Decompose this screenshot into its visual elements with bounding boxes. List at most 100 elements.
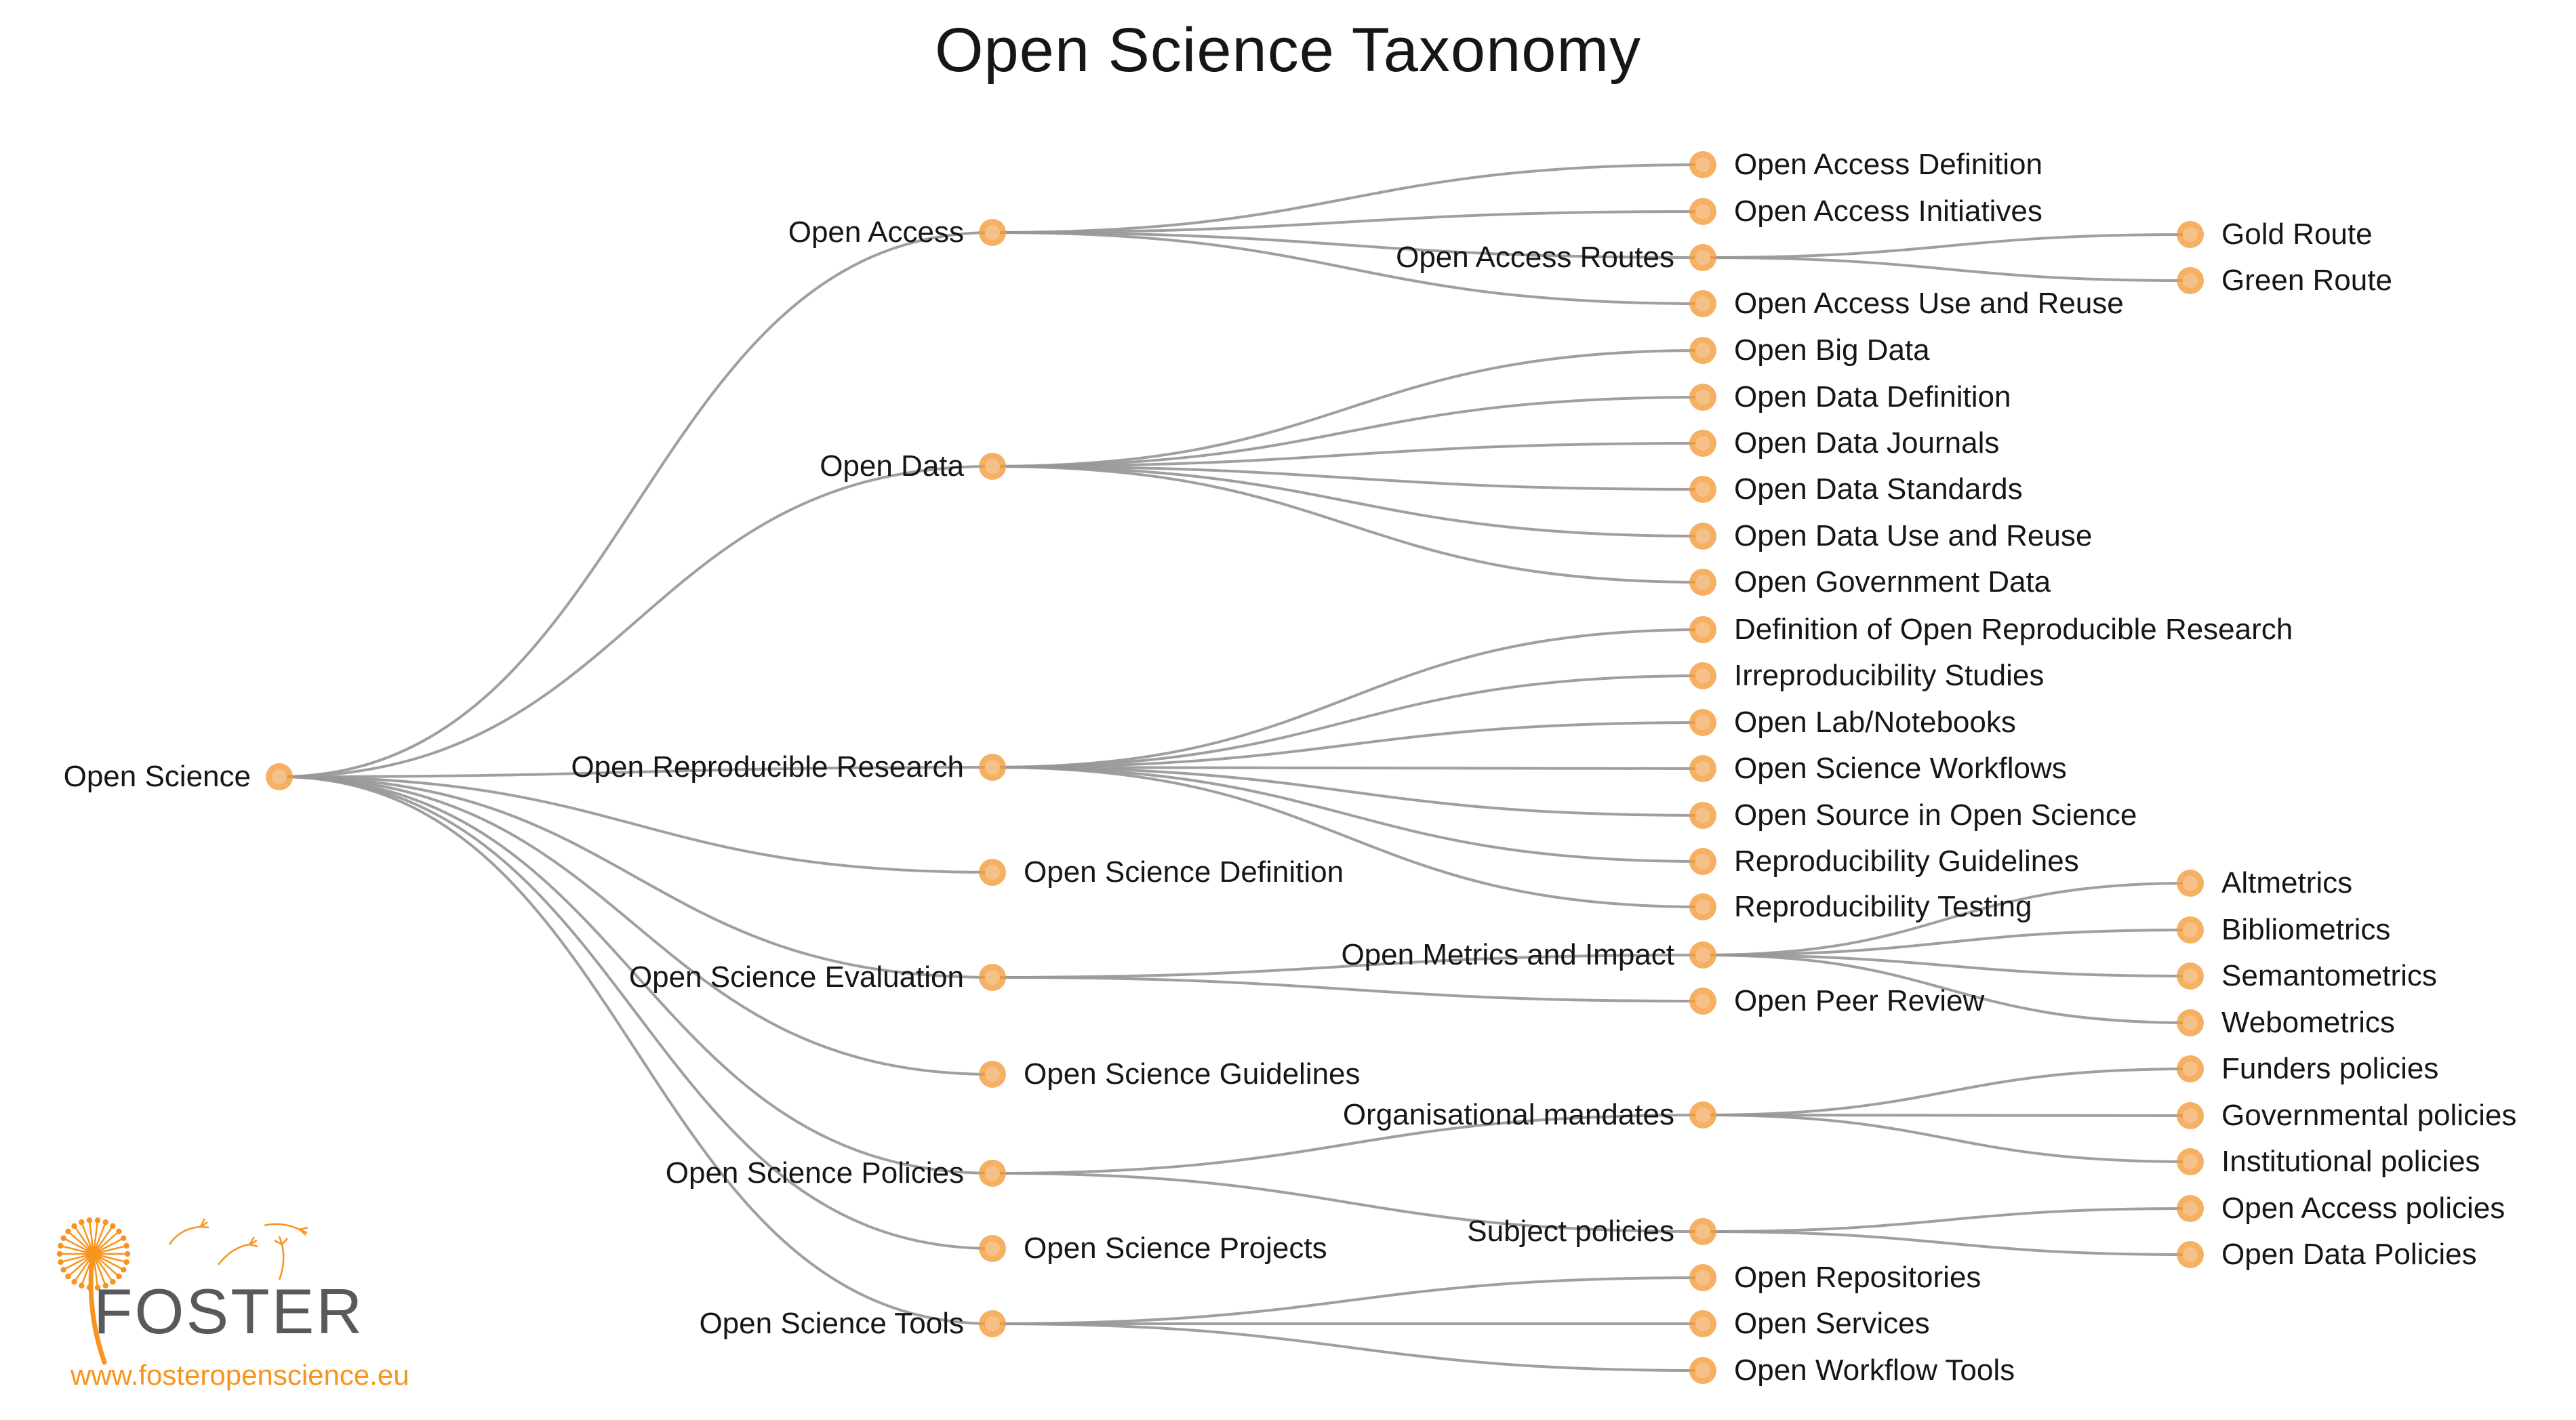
node-dot-icon[interactable] bbox=[2177, 962, 2204, 990]
node-dot-icon[interactable] bbox=[979, 754, 1006, 781]
dandelion-spoke-tip bbox=[60, 1235, 66, 1242]
node-dot-icon[interactable] bbox=[1689, 569, 1716, 596]
node-label[interactable]: Open Access policies bbox=[2221, 1192, 2505, 1225]
tree-link bbox=[279, 775, 993, 1250]
node-label[interactable]: Open Science Tools bbox=[699, 1307, 964, 1340]
node-dot-icon[interactable] bbox=[1689, 337, 1716, 364]
node-label[interactable]: Open Services bbox=[1734, 1307, 1930, 1340]
tree-link bbox=[1702, 1114, 2191, 1117]
node-label[interactable]: Institutional policies bbox=[2221, 1145, 2480, 1178]
node-label[interactable]: Green Route bbox=[2221, 264, 2392, 297]
node-label[interactable]: Altmetrics bbox=[2221, 866, 2353, 899]
node-label[interactable]: Open Government Data bbox=[1734, 565, 2051, 599]
node-label[interactable]: Definition of Open Reproducible Research bbox=[1734, 613, 2293, 646]
node-label[interactable]: Funders policies bbox=[2221, 1052, 2439, 1085]
node-label[interactable]: Open Workflow Tools bbox=[1734, 1354, 2015, 1387]
node-dot-icon[interactable] bbox=[979, 1310, 1006, 1337]
node-dot-icon[interactable] bbox=[1689, 1218, 1716, 1245]
node-label[interactable]: Gold Route bbox=[2221, 218, 2373, 251]
node-label[interactable]: Open Data Definition bbox=[1734, 380, 2011, 413]
node-dot-icon[interactable] bbox=[1689, 893, 1716, 920]
node-label[interactable]: Open Reproducible Research bbox=[571, 750, 964, 784]
node-dot-icon[interactable] bbox=[1689, 1357, 1716, 1384]
node-label[interactable]: Open Data Journals bbox=[1734, 426, 2000, 460]
node-dot-icon[interactable] bbox=[2177, 1241, 2204, 1268]
node-label[interactable]: Open Source in Open Science bbox=[1734, 798, 2137, 832]
node-label[interactable]: Subject policies bbox=[1467, 1215, 1674, 1248]
node-label[interactable]: Open Science Definition bbox=[1024, 855, 1344, 889]
tree-link bbox=[992, 766, 1704, 770]
node-dot-icon[interactable] bbox=[1689, 244, 1716, 271]
node-label[interactable]: Open Metrics and Impact bbox=[1341, 938, 1674, 971]
node-dot-icon[interactable] bbox=[2177, 916, 2204, 944]
node-label[interactable]: Open Repositories bbox=[1734, 1261, 1981, 1294]
node-label[interactable]: Open Science Evaluation bbox=[628, 960, 964, 994]
node-dot-icon[interactable] bbox=[1689, 848, 1716, 875]
node-dot-icon[interactable] bbox=[1689, 802, 1716, 829]
node-dot-icon[interactable] bbox=[1689, 476, 1716, 503]
node-label[interactable]: Organisational mandates bbox=[1342, 1098, 1674, 1131]
node-dot-icon[interactable] bbox=[2177, 1102, 2204, 1129]
node-dot-icon[interactable] bbox=[979, 453, 1006, 480]
node-dot-icon[interactable] bbox=[1689, 1310, 1716, 1337]
node-label[interactable]: Open Science Policies bbox=[665, 1156, 964, 1190]
node-dot-icon[interactable] bbox=[1689, 988, 1716, 1015]
node-label[interactable]: Reproducibility Testing bbox=[1734, 890, 2032, 923]
node-dot-icon[interactable] bbox=[1689, 151, 1716, 178]
node-label[interactable]: Irreproducibility Studies bbox=[1734, 659, 2045, 692]
node-dot-icon[interactable] bbox=[979, 859, 1006, 886]
node-dot-icon[interactable] bbox=[1689, 523, 1716, 550]
node-label[interactable]: Governmental policies bbox=[2221, 1099, 2517, 1132]
node-dot-icon[interactable] bbox=[1689, 1264, 1716, 1291]
node-label[interactable]: Open Science Workflows bbox=[1734, 752, 2067, 785]
node-dot-icon[interactable] bbox=[1689, 384, 1716, 411]
node-label[interactable]: Webometrics bbox=[2221, 1006, 2395, 1039]
node-dot-icon[interactable] bbox=[2177, 1009, 2204, 1036]
node-dot-icon[interactable] bbox=[1689, 290, 1716, 317]
node-dot-icon[interactable] bbox=[1689, 662, 1716, 689]
node-dot-icon[interactable] bbox=[1689, 430, 1716, 457]
dandelion-stem bbox=[88, 1255, 107, 1365]
node-dot-icon[interactable] bbox=[979, 1235, 1006, 1262]
node-dot-icon[interactable] bbox=[1689, 941, 1716, 969]
node-label[interactable]: Open Access Initiatives bbox=[1734, 195, 2042, 228]
node-dot-icon[interactable] bbox=[1689, 198, 1716, 225]
node-dot-icon[interactable] bbox=[2177, 1195, 2204, 1222]
node-dot-icon[interactable] bbox=[1689, 709, 1716, 736]
node-dot-icon[interactable] bbox=[2177, 1148, 2204, 1175]
foster-url[interactable]: www.fosteropenscience.eu bbox=[71, 1359, 409, 1391]
node-label[interactable]: Open Science Guidelines bbox=[1024, 1057, 1361, 1091]
node-label[interactable]: Open Access Use and Reuse bbox=[1734, 287, 2124, 320]
node-label[interactable]: Open Big Data bbox=[1734, 333, 1930, 367]
tree-link bbox=[992, 976, 1704, 1002]
node-label[interactable]: Open Science Projects bbox=[1024, 1232, 1327, 1265]
node-dot-icon[interactable] bbox=[979, 219, 1006, 246]
node-dot-icon[interactable] bbox=[1689, 755, 1716, 782]
node-dot-icon[interactable] bbox=[2177, 267, 2204, 294]
node-label[interactable]: Open Data Use and Reuse bbox=[1734, 519, 2093, 552]
tree-link bbox=[992, 721, 1704, 769]
node-dot-icon[interactable] bbox=[979, 964, 1006, 991]
foster-logo: FOSTER www.fosteropenscience.eu bbox=[41, 1200, 420, 1410]
node-dot-icon[interactable] bbox=[2177, 1055, 2204, 1082]
node-dot-icon[interactable] bbox=[2177, 870, 2204, 897]
node-dot-icon[interactable] bbox=[979, 1061, 1006, 1088]
node-dot-icon[interactable] bbox=[266, 763, 293, 790]
node-label[interactable]: Reproducibility Guidelines bbox=[1734, 845, 2079, 878]
node-label[interactable]: Open Peer Review bbox=[1734, 984, 1985, 1017]
node-label[interactable]: Semantometrics bbox=[2221, 959, 2437, 992]
node-label[interactable]: Open Access Routes bbox=[1396, 241, 1674, 274]
tree-link bbox=[992, 349, 1704, 468]
node-label[interactable]: Open Lab/Notebooks bbox=[1734, 706, 2016, 739]
node-label[interactable]: Open Data bbox=[820, 449, 964, 483]
node-dot-icon[interactable] bbox=[979, 1160, 1006, 1187]
node-label[interactable]: Open Data Standards bbox=[1734, 472, 2023, 506]
node-label[interactable]: Open Science bbox=[63, 760, 251, 793]
node-label[interactable]: Open Access bbox=[788, 216, 964, 249]
node-label[interactable]: Open Access Definition bbox=[1734, 148, 2042, 181]
node-label[interactable]: Bibliometrics bbox=[2221, 913, 2391, 946]
node-label[interactable]: Open Data Policies bbox=[2221, 1238, 2477, 1271]
node-dot-icon[interactable] bbox=[2177, 221, 2204, 248]
node-dot-icon[interactable] bbox=[1689, 1101, 1716, 1129]
node-dot-icon[interactable] bbox=[1689, 616, 1716, 643]
